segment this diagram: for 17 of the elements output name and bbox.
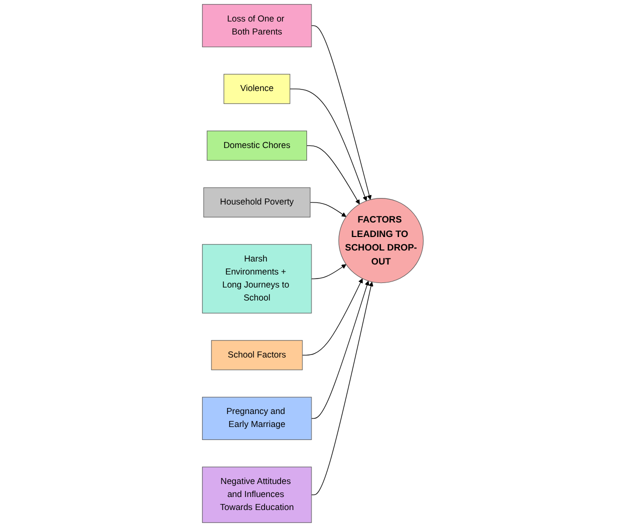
arrow (302, 278, 363, 356)
arrow (311, 264, 346, 280)
node-circle: FACTORS LEADING TO SCHOOL DROP-OUT (338, 198, 424, 284)
node-box: Household Poverty (204, 187, 311, 218)
node-box: Violence (224, 74, 290, 104)
node-box: Harsh Environments + Long Journeys to School (202, 244, 312, 314)
arrow (306, 145, 360, 204)
arrow (290, 88, 368, 202)
node-box: Pregnancy and Early Marriage (202, 396, 312, 440)
node-box: Domestic Chores (206, 130, 308, 161)
node-box: Negative Attitudes and Influences Towards Education (202, 466, 312, 523)
node-box: Loss of One or Both Parents (202, 4, 312, 48)
arrow (310, 202, 346, 217)
arrow (311, 280, 370, 419)
arrow (311, 282, 374, 496)
arrow (311, 25, 372, 200)
node-box: School Factors (211, 340, 303, 370)
